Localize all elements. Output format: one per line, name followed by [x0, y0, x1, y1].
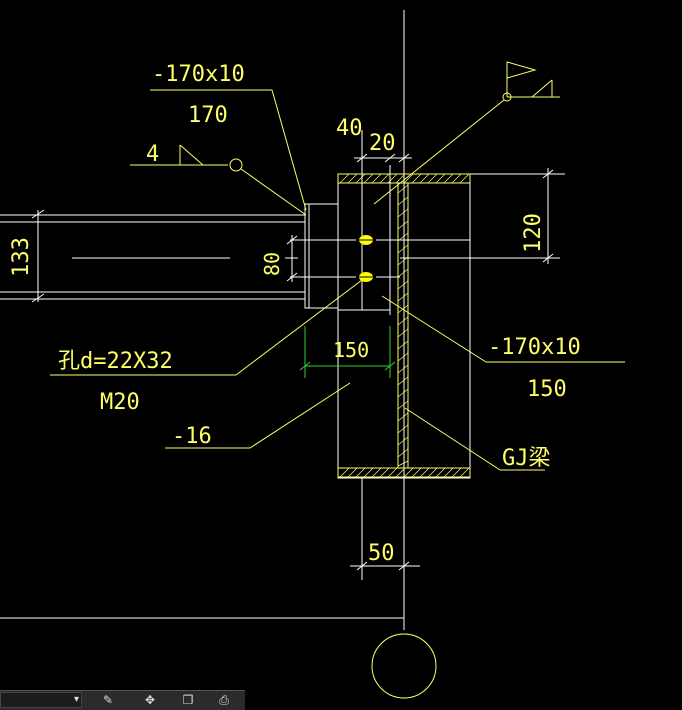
dim-20-label: 20 — [369, 131, 396, 156]
dim-120-label: 120 — [521, 213, 546, 253]
leader-top-plate — [150, 89, 307, 211]
copy-icon[interactable]: ❐ — [182, 693, 194, 707]
top-plate-spec: -170x10 — [152, 62, 245, 87]
dim-40-label: 40 — [336, 116, 363, 141]
dimension-120 — [470, 168, 565, 264]
beam-end-plate — [304, 203, 339, 309]
chevron-down-icon: ▾ — [73, 694, 79, 705]
layer-dropdown[interactable]: ▾ — [0, 692, 82, 708]
axis-bubble — [371, 633, 437, 699]
dim-80-label: 80 — [260, 252, 284, 276]
web-hatching — [397, 184, 409, 467]
dimension-80 — [286, 235, 298, 282]
weld-symbol-4 — [130, 144, 307, 216]
dimension-50 — [350, 478, 420, 580]
dimension-150-green — [299, 326, 396, 378]
pencil-icon[interactable]: ✎ — [102, 693, 114, 707]
thickness-16-label: -16 — [172, 424, 212, 449]
bottom-toolbar: ▾ ✎ ✥ ❐ ⎙ — [0, 690, 245, 710]
print-icon[interactable]: ⎙ — [219, 693, 229, 707]
dim-133-label: 133 — [9, 237, 34, 277]
top-plate-width: 170 — [188, 103, 228, 128]
leader-16 — [165, 382, 351, 449]
hole-spec-label: 孔d=22X32 — [58, 349, 173, 374]
dim-150-label: 150 — [333, 338, 369, 362]
gj-beam-section — [337, 173, 471, 479]
leader-gj-beam — [404, 407, 545, 471]
gj-beam-label: GJ梁 — [502, 446, 551, 471]
weld-symbol-right — [373, 61, 560, 205]
dim-50-label: 50 — [368, 541, 395, 566]
right-plate-spec: -170x10 — [488, 335, 581, 360]
move-icon[interactable]: ✥ — [144, 693, 156, 707]
weld-size-label: 4 — [146, 142, 159, 167]
bolt-1 — [356, 235, 376, 245]
leader-hole — [50, 279, 363, 376]
bolt-spec-label: M20 — [100, 390, 140, 415]
dimension-133 — [0, 209, 45, 303]
left-beam — [0, 214, 305, 300]
leader-right-plate — [381, 295, 625, 363]
dimension-40-20 — [354, 130, 412, 170]
right-plate-width: 150 — [527, 377, 567, 402]
bolt-2 — [356, 272, 376, 282]
